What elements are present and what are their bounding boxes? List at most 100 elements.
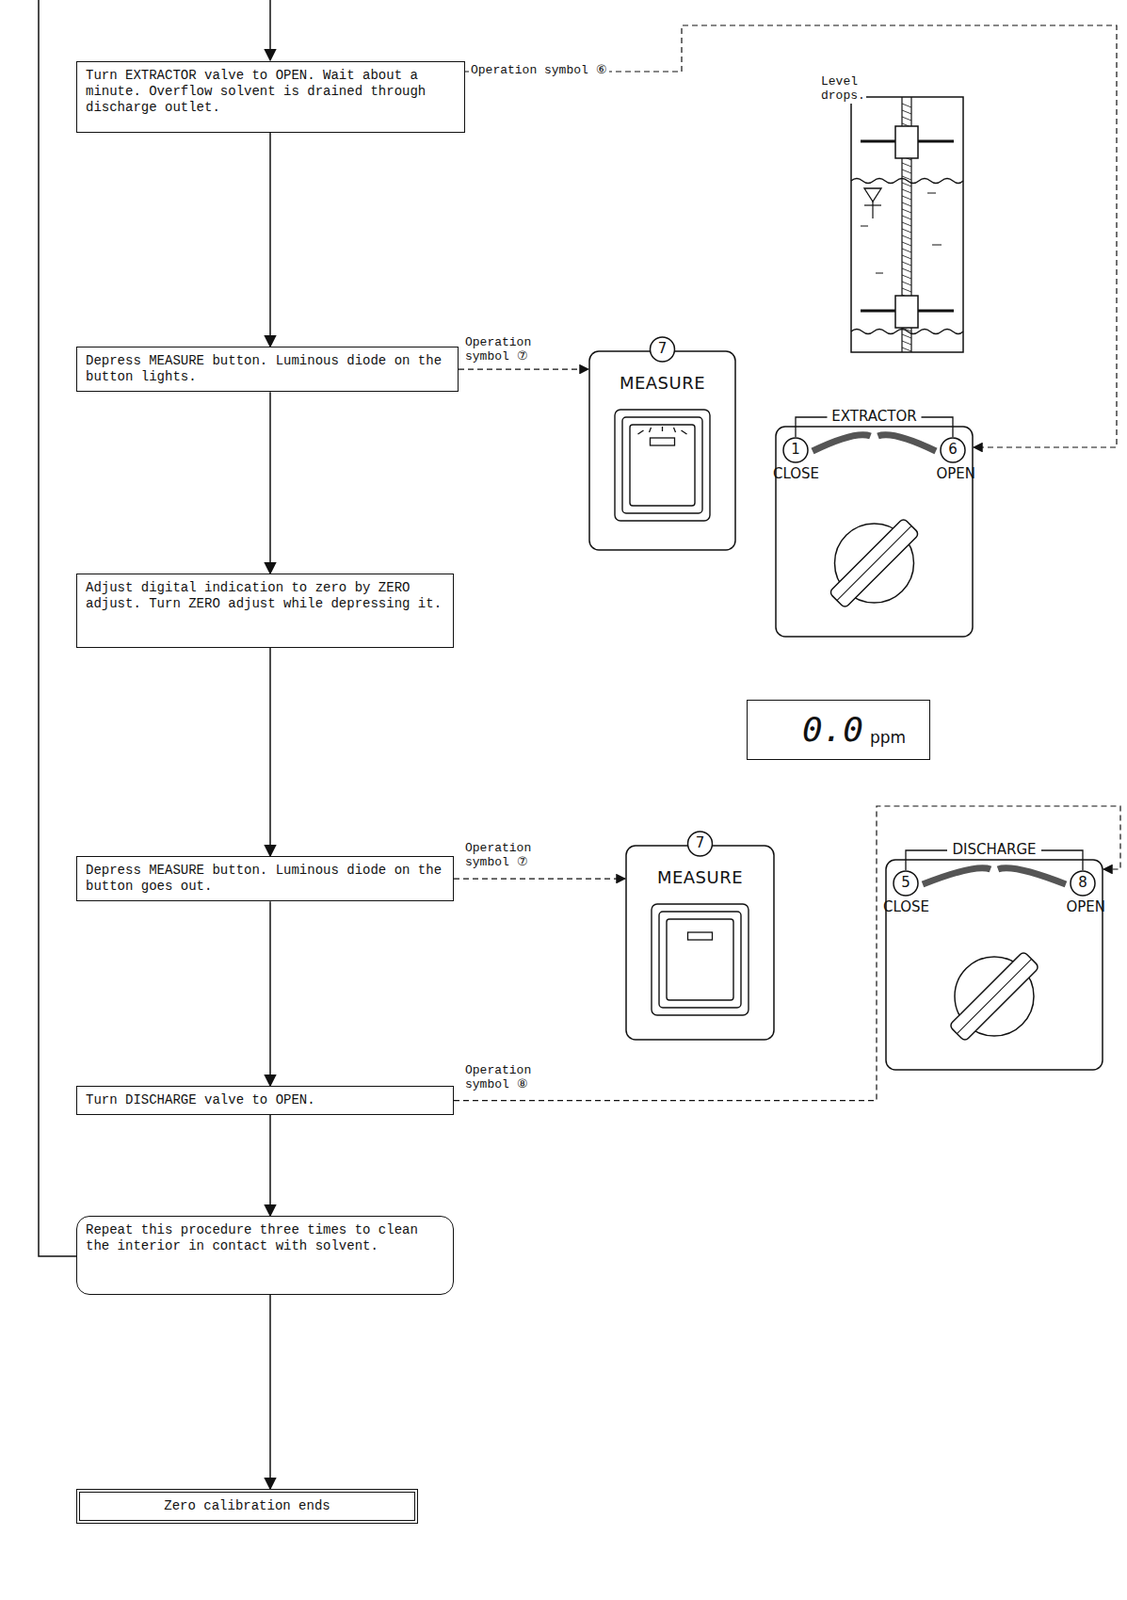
thread-stroke <box>901 222 912 226</box>
flow-arrow <box>269 1114 272 1216</box>
panel-outline <box>588 336 737 551</box>
end-box: Zero calibration ends <box>76 1488 419 1524</box>
flow-arrow <box>269 132 272 347</box>
flow-arrow <box>269 391 272 574</box>
button-panel: 7MEASURE <box>588 336 737 551</box>
symbol-circle <box>893 870 918 896</box>
thread-stroke <box>901 169 912 174</box>
thread-stroke <box>901 334 912 339</box>
level-symbol <box>871 201 873 219</box>
light-ray <box>649 427 652 433</box>
panel-frame <box>775 426 973 637</box>
operation-symbol: 7 <box>651 340 675 357</box>
lower-liquid-level <box>851 329 964 335</box>
thread-stroke <box>901 110 912 114</box>
symbol-circle <box>688 831 713 856</box>
digital-display: 0.0ppm <box>746 699 931 760</box>
thread-stroke <box>901 189 912 194</box>
symbol-circle <box>650 337 676 362</box>
thread-stroke <box>901 288 912 292</box>
thread-stroke <box>901 215 912 220</box>
light-ray <box>661 426 663 432</box>
panel-frame <box>626 845 774 1040</box>
process-box: Depress MEASURE button. Luminous diode o… <box>76 855 454 902</box>
rotation-arc <box>812 434 936 451</box>
thread-stroke <box>901 209 912 213</box>
indicator-diode <box>650 437 676 446</box>
thread-stroke <box>901 228 912 233</box>
button-panel: 7MEASURE <box>625 830 775 1041</box>
liquid-level <box>851 178 964 184</box>
operation-link <box>453 877 626 879</box>
panel-frame <box>885 859 1103 1070</box>
panel-frame <box>589 351 736 550</box>
thread-stroke <box>901 347 912 352</box>
step-text: Zero calibration ends <box>88 1497 406 1514</box>
knob-handle <box>828 517 919 609</box>
edge-label: Operation symbol ⑦ <box>463 840 545 871</box>
illustration-note: Level drops. <box>821 75 867 104</box>
panel-outline <box>625 830 775 1041</box>
edge-label: Operation symbol ⑦ <box>463 335 545 366</box>
step-text: Depress MEASURE button. Luminous diode o… <box>85 353 450 386</box>
process-box: Repeat this procedure three times to cle… <box>76 1215 454 1295</box>
loop-back-line <box>38 0 77 1256</box>
process-box: Adjust digital indication to zero by ZER… <box>76 573 454 648</box>
liquid-mark <box>860 193 942 274</box>
thread-stroke <box>901 281 912 286</box>
tank-outline <box>851 96 964 353</box>
knob-ridge <box>837 525 912 600</box>
thread-stroke <box>901 241 912 246</box>
light-ray <box>674 427 677 433</box>
operation-symbol: 8 <box>1071 874 1095 891</box>
position-label: OPEN <box>1048 899 1106 916</box>
thread-stroke <box>901 103 912 108</box>
button-frame <box>651 903 749 1015</box>
process-box: Turn EXTRACTOR valve to OPEN. Wait about… <box>76 61 466 133</box>
thread-stroke <box>901 268 912 273</box>
button-label: MEASURE <box>625 868 775 887</box>
paddle-hub <box>895 126 918 159</box>
indicator-diode <box>688 932 713 940</box>
button-frame <box>614 409 710 521</box>
button-frame <box>659 911 741 1008</box>
level-symbol <box>864 188 882 202</box>
step-text: Turn EXTRACTOR valve to OPEN. Wait about… <box>85 67 456 116</box>
flow-arrow <box>269 1294 272 1489</box>
thread-stroke <box>901 274 912 279</box>
valve-panel: DISCHARGE 5CLOSE 8OPEN <box>885 840 1104 1071</box>
operation-link <box>458 368 589 370</box>
thread-stroke <box>901 182 912 187</box>
valve-panel: EXTRACTOR1CLOSE6OPEN <box>774 407 974 638</box>
knob-handle <box>949 950 1040 1042</box>
panel-outline <box>885 840 1104 1071</box>
edge-label: Operation symbol ⑥ <box>468 63 610 80</box>
valve-name: DISCHARGE <box>949 841 1039 858</box>
symbol-circle <box>783 437 808 463</box>
thread-stroke <box>901 195 912 200</box>
button-frame <box>666 918 734 1000</box>
paddle-hub <box>895 295 918 328</box>
button-frame <box>622 417 703 514</box>
operation-symbol: 1 <box>784 441 807 458</box>
symbol-circle <box>1070 870 1095 896</box>
light-ray <box>638 430 644 435</box>
process-box: Turn DISCHARGE valve to OPEN. <box>76 1085 454 1115</box>
step-text: Turn DISCHARGE valve to OPEN. <box>85 1092 445 1109</box>
position-label: CLOSE <box>883 899 940 916</box>
thread-stroke <box>901 255 912 259</box>
extractor-tank <box>851 96 964 353</box>
incoming-arrow <box>269 0 272 61</box>
thread-stroke <box>901 235 912 240</box>
process-box: Depress MEASURE button. Luminous diode o… <box>76 346 459 392</box>
light-ray <box>681 430 688 435</box>
thread-stroke <box>901 340 912 345</box>
edge-label: Operation symbol ⑧ <box>463 1062 545 1094</box>
flow-arrow <box>269 647 272 856</box>
operation-symbol: 5 <box>894 874 918 891</box>
thread-stroke <box>901 116 912 121</box>
operation-symbol: 6 <box>941 441 965 458</box>
button-label: MEASURE <box>588 373 737 393</box>
